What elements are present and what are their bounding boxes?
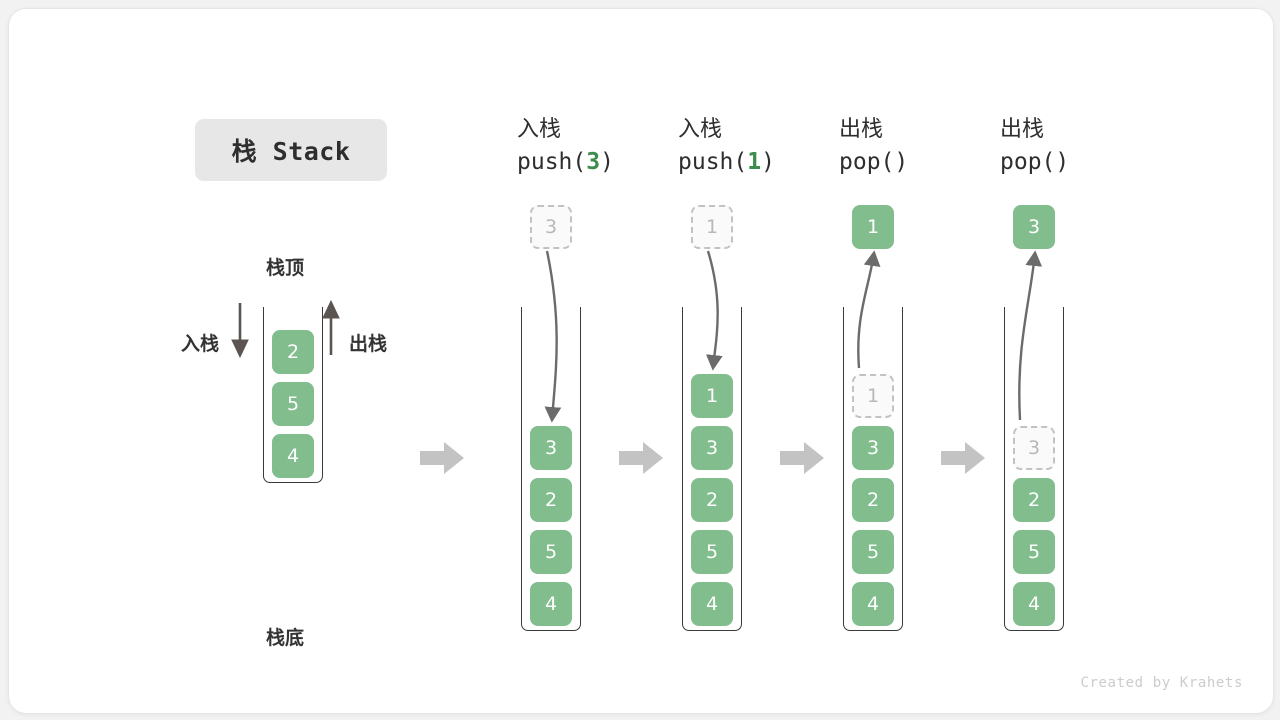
stack-cell: 2 — [1013, 478, 1055, 522]
step-code-argument: 1 — [747, 149, 762, 175]
stack-container — [1004, 307, 1064, 631]
step-operation-label: 入栈 — [517, 117, 562, 142]
step-code-label: pop() — [839, 149, 909, 175]
step-transition-arrow — [941, 442, 985, 474]
stack-cell: 4 — [272, 434, 314, 478]
stack-cell: 2 — [691, 478, 733, 522]
pending-value-ghost: 1 — [691, 205, 733, 249]
step-transition-arrow — [420, 442, 464, 474]
stack-cell: 5 — [530, 530, 572, 574]
stack-cell: 5 — [852, 530, 894, 574]
stack-cell: 4 — [530, 582, 572, 626]
step-code-label: push(1) — [678, 149, 775, 175]
stack-cell-ghost: 1 — [852, 374, 894, 418]
popped-value: 1 — [852, 205, 894, 249]
stack-container — [521, 307, 581, 631]
step-code-label: push(3) — [517, 149, 614, 175]
popped-value: 3 — [1013, 205, 1055, 249]
credit-text: Created by Krahets — [1080, 675, 1243, 691]
reference-stack-container — [263, 307, 323, 483]
stack-cell: 3 — [691, 426, 733, 470]
stack-cell: 5 — [691, 530, 733, 574]
stack-container — [843, 307, 903, 631]
stack-cell: 2 — [272, 330, 314, 374]
stack-cell: 3 — [530, 426, 572, 470]
stack-cell: 5 — [272, 382, 314, 426]
stack-bottom-label: 栈底 — [266, 627, 305, 649]
stack-cell: 2 — [852, 478, 894, 522]
stack-cell: 3 — [852, 426, 894, 470]
stack-container — [682, 307, 742, 631]
step-header: 入栈 push(1) — [678, 115, 848, 179]
step-operation-label: 出栈 — [1000, 117, 1045, 142]
step-operation-label: 出栈 — [839, 117, 884, 142]
title-text: 栈 Stack — [231, 137, 351, 166]
stack-cell: 4 — [852, 582, 894, 626]
step-transition-arrow — [619, 442, 663, 474]
stack-cell: 5 — [1013, 530, 1055, 574]
title-chip: 栈 Stack — [195, 119, 387, 181]
stack-top-label: 栈顶 — [266, 257, 305, 279]
step-code-label: pop() — [1000, 149, 1070, 175]
step-header: 出栈 pop() — [839, 115, 1009, 179]
stack-cell: 2 — [530, 478, 572, 522]
stack-cell: 4 — [1013, 582, 1055, 626]
step-transition-arrow — [780, 442, 824, 474]
step-header: 出栈 pop() — [1000, 115, 1170, 179]
pop-direction-label: 出栈 — [349, 333, 388, 355]
step-header: 入栈 push(3) — [517, 115, 687, 179]
stack-cell-ghost: 3 — [1013, 426, 1055, 470]
pending-value-ghost: 3 — [530, 205, 572, 249]
push-direction-label: 入栈 — [181, 333, 220, 355]
stack-cell: 1 — [691, 374, 733, 418]
step-operation-label: 入栈 — [678, 117, 723, 142]
step-code-argument: 3 — [586, 149, 601, 175]
stack-cell: 4 — [691, 582, 733, 626]
